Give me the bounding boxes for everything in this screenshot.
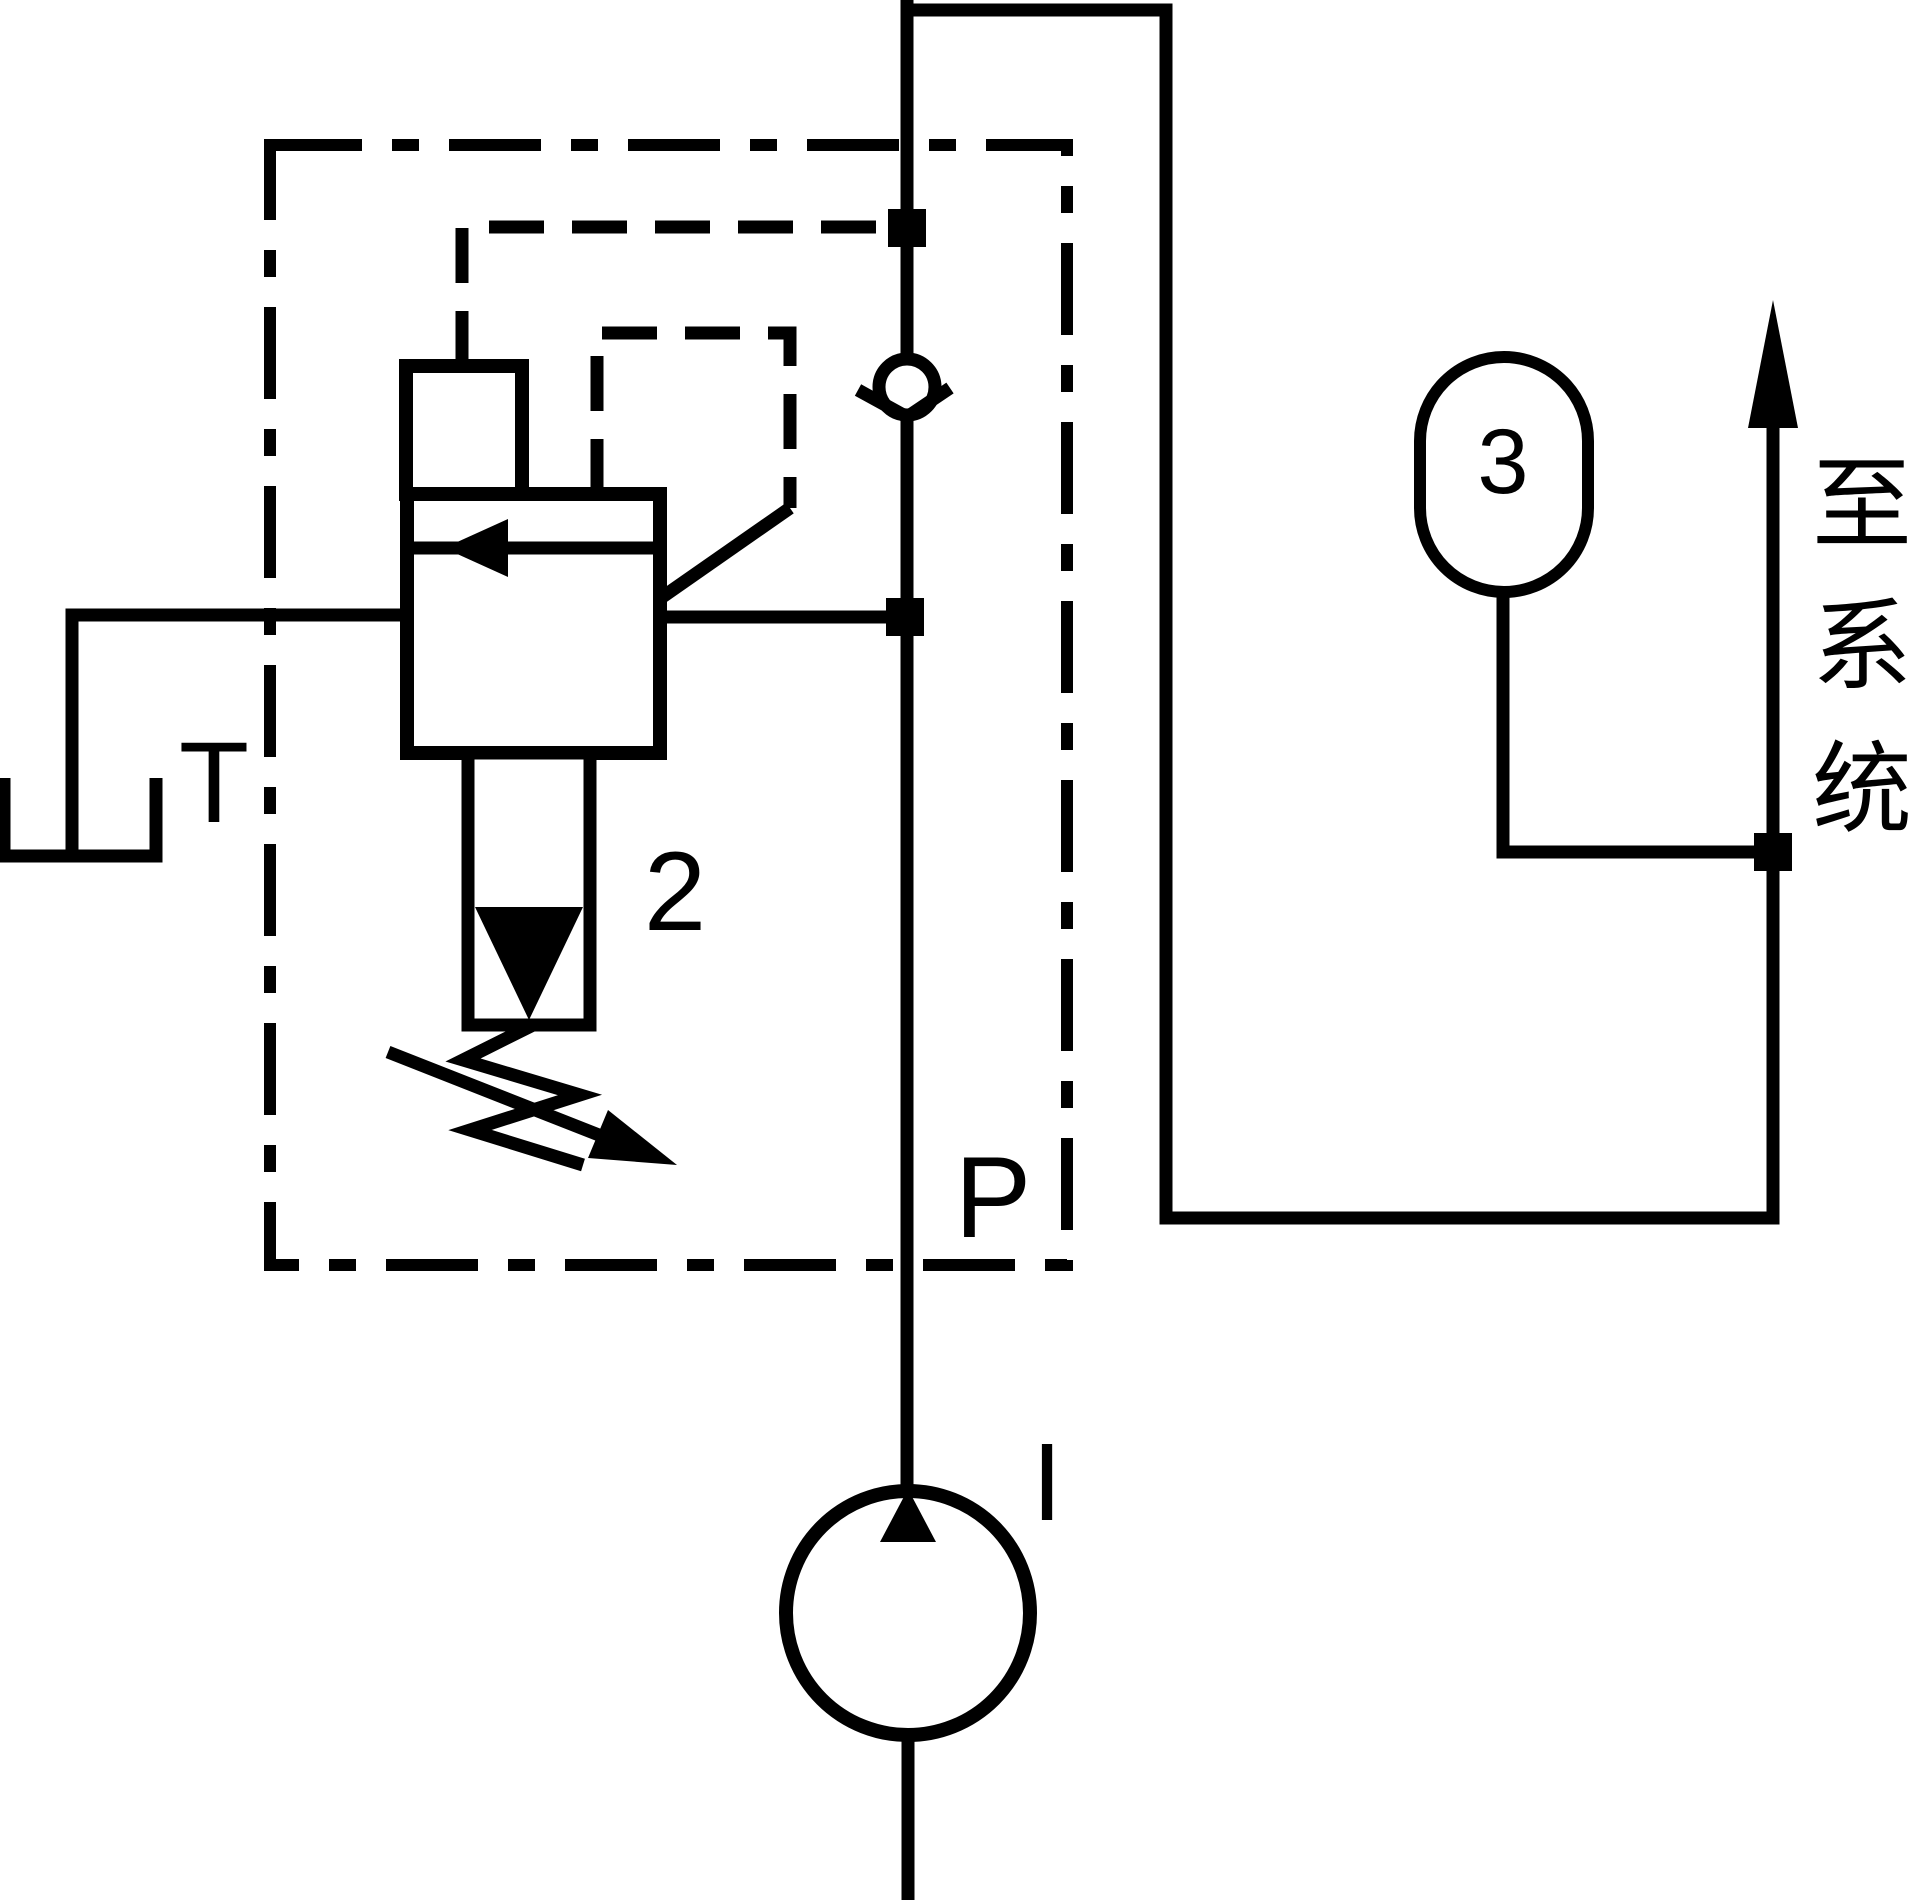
valve-number-label: 2 bbox=[644, 829, 706, 954]
spring-adjust-arrow-shaft bbox=[385, 1045, 607, 1144]
pilot-line-inner bbox=[590, 326, 797, 508]
accumulator-number-label: 3 bbox=[1477, 411, 1528, 513]
spring-adjust-arrowhead-icon bbox=[588, 1110, 677, 1165]
junction-node-outlet bbox=[886, 598, 924, 636]
valve-flow-arrow-icon bbox=[444, 519, 508, 577]
check-valve-seat-icon bbox=[854, 382, 954, 425]
tank-drain-line bbox=[65, 608, 407, 853]
valve-pilot-cap bbox=[399, 359, 529, 501]
poppet-triangle-icon bbox=[475, 907, 583, 1020]
pump-number-label: I bbox=[1032, 1421, 1063, 1544]
valve-block-boundary bbox=[264, 139, 1073, 1271]
junction-node-pilot bbox=[888, 209, 926, 247]
tank-port-label: T bbox=[179, 719, 249, 847]
pilot-drain-diagonal bbox=[657, 502, 794, 604]
pressure-port-label: P bbox=[955, 1134, 1032, 1262]
to-system-char-2: 系 bbox=[1812, 591, 1912, 703]
pump-flow-triangle-icon bbox=[880, 1489, 936, 1542]
accumulator-line bbox=[1496, 592, 1773, 859]
tank-symbol-icon bbox=[0, 778, 163, 863]
pilot-line-upper bbox=[455, 220, 907, 366]
flow-arrow-up-icon bbox=[1748, 300, 1798, 428]
unloading-valve-body bbox=[400, 487, 667, 760]
spring-icon bbox=[445, 1019, 603, 1172]
to-system-label: 至 系 统 bbox=[1812, 449, 1912, 846]
junction-node-accumulator bbox=[1754, 833, 1792, 871]
supply-line-to-system bbox=[907, 3, 1780, 1225]
to-system-char-3: 统 bbox=[1812, 734, 1912, 846]
to-system-char-1: 至 bbox=[1812, 449, 1912, 561]
